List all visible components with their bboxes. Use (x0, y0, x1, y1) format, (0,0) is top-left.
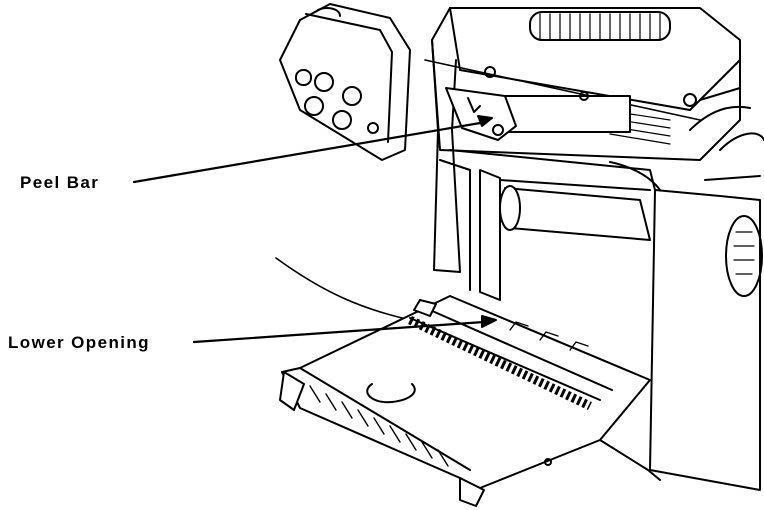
peel-bar-label: Peel Bar (20, 173, 100, 192)
ribbon-roll (479, 169, 651, 301)
panel-button-4 (304, 96, 324, 116)
lower-tray (279, 295, 651, 507)
background-arc (275, 257, 421, 323)
lower-opening-leader (192, 320, 486, 344)
lower-opening-arrowhead (481, 315, 497, 328)
control-panel (279, 3, 411, 161)
peel-bar-leader (132, 120, 488, 184)
panel-button-2 (314, 72, 334, 92)
screw (579, 91, 589, 101)
peel-bar-arrowhead (477, 115, 493, 127)
latch-knob (484, 66, 496, 78)
lower-opening-label: Lower Opening (8, 333, 150, 352)
panel-led (367, 122, 379, 134)
panel-button-3 (342, 86, 362, 106)
printer-frame (431, 39, 661, 291)
right-housing (599, 132, 764, 491)
panel-button-1 (295, 69, 312, 86)
side-knob (725, 215, 763, 297)
printhead-assembly (424, 7, 751, 161)
panel-button-5 (332, 110, 352, 130)
gear-knob (683, 93, 697, 107)
